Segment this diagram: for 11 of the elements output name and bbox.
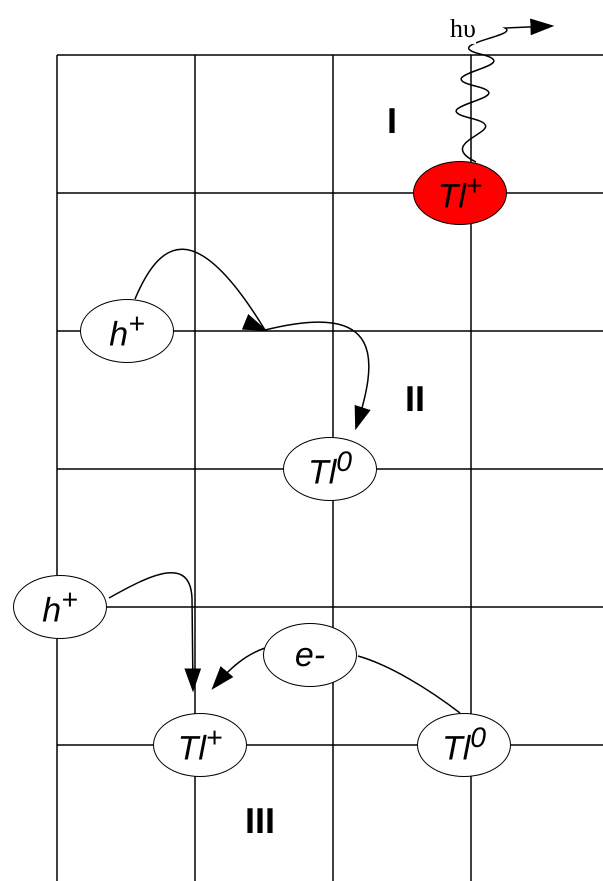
particle-label: h$^{+}$	[42, 584, 78, 630]
arrow	[134, 248, 371, 430]
particle-label: Tl$^{0}$	[442, 722, 486, 768]
particle-label: Tl$^{+}$	[438, 170, 482, 216]
particle-label: Tl$^{+}$	[178, 722, 222, 768]
arrow	[456, 18, 554, 163]
arrow	[108, 572, 202, 692]
particle-label: Tl$^{0}$	[308, 446, 352, 492]
arrow	[211, 647, 266, 690]
particle-label: h$^{+}$	[109, 308, 145, 354]
particle-label: e-	[294, 636, 326, 674]
